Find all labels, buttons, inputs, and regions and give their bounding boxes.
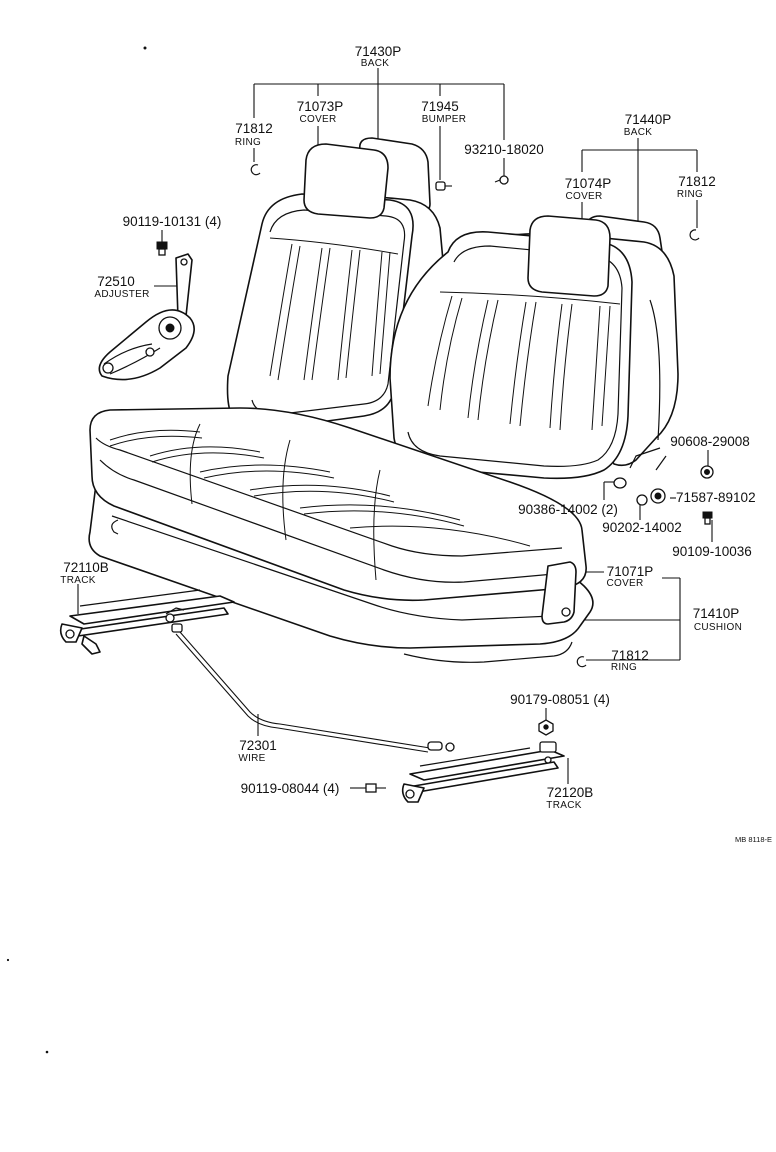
part-number-72120b: 72120B — [547, 785, 594, 800]
bolt-icon — [702, 511, 713, 525]
nut-icon — [538, 719, 554, 736]
part-name-cushion: CUSHION — [694, 622, 742, 633]
part-number-71945: 71945 — [421, 99, 459, 114]
bushing-icon — [650, 488, 666, 504]
part-number-71410p: 71410P — [693, 606, 740, 621]
part-name-back: BACK — [624, 127, 652, 138]
part-number-71812: 71812 — [678, 174, 716, 189]
part-number-72510: 72510 — [97, 274, 135, 289]
part-number-71812: 71812 — [235, 121, 273, 136]
part-name-adjuster: ADJUSTER — [94, 289, 149, 300]
part-number-72110b: 72110B — [63, 560, 109, 575]
part-name-cover: COVER — [565, 191, 602, 202]
part-name-wire: WIRE — [238, 753, 265, 764]
part-name-ring: RING — [677, 189, 703, 200]
part-name-back: BACK — [361, 58, 389, 69]
part-name-ring: RING — [235, 137, 261, 148]
ring-clip-icon — [689, 229, 700, 241]
part-name-cover: COVER — [299, 114, 336, 125]
washer-icon — [636, 494, 648, 506]
right-seatback — [389, 215, 679, 480]
part-name-track: TRACK — [546, 800, 581, 811]
part-number-71587-89102: 71587-89102 — [676, 490, 756, 505]
part-number-90202-14002: 90202-14002 — [602, 520, 682, 535]
clip-icon — [494, 175, 509, 185]
washer-icon — [613, 477, 627, 489]
part-number-71071p: 71071P — [607, 564, 654, 579]
seat-track-right — [401, 741, 565, 803]
bumper-icon — [435, 181, 452, 191]
part-name-track: TRACK — [60, 575, 95, 586]
part-number-90109-10036: 90109-10036 — [672, 544, 752, 559]
part-number-71440p: 71440P — [625, 112, 672, 127]
nut-icon — [700, 465, 714, 479]
part-number-71430p: 71430P — [355, 44, 402, 59]
part-number-90119-08044: 90119-08044 (4) — [241, 781, 340, 796]
part-number-71812: 71812 — [611, 648, 649, 663]
part-number-71073p: 71073P — [297, 99, 344, 114]
part-number-93210-18020: 93210-18020 — [464, 142, 544, 157]
ring-clip-icon — [576, 656, 587, 668]
part-number-71074p: 71074P — [565, 176, 612, 191]
part-number-90386-14002: 90386-14002 (2) — [518, 502, 618, 517]
part-number-90179-08051: 90179-08051 (4) — [510, 692, 610, 707]
ring-clip-icon — [250, 164, 261, 176]
part-labels: 71430P BACK 71812 RING 71073P COVER 7194… — [60, 44, 772, 844]
seat-track-left — [59, 589, 235, 655]
bolt-icon — [365, 783, 386, 793]
part-name-ring: RING — [611, 662, 637, 673]
part-name-cover: COVER — [606, 578, 643, 589]
part-number-90119-10131: 90119-10131 (4) — [123, 214, 222, 229]
part-number-72301: 72301 — [239, 738, 277, 753]
seat-cushion — [88, 407, 594, 663]
scan-specks — [6, 46, 147, 1054]
figure-code: MB 8118-E — [735, 835, 772, 844]
part-name-bumper: BUMPER — [422, 114, 467, 125]
small-parts — [156, 164, 714, 793]
release-wire — [175, 631, 455, 753]
bolt-icon — [156, 241, 168, 256]
adjuster-mechanism — [98, 253, 195, 381]
leader-lines — [77, 68, 713, 789]
part-number-90608-29008: 90608-29008 — [670, 434, 750, 449]
